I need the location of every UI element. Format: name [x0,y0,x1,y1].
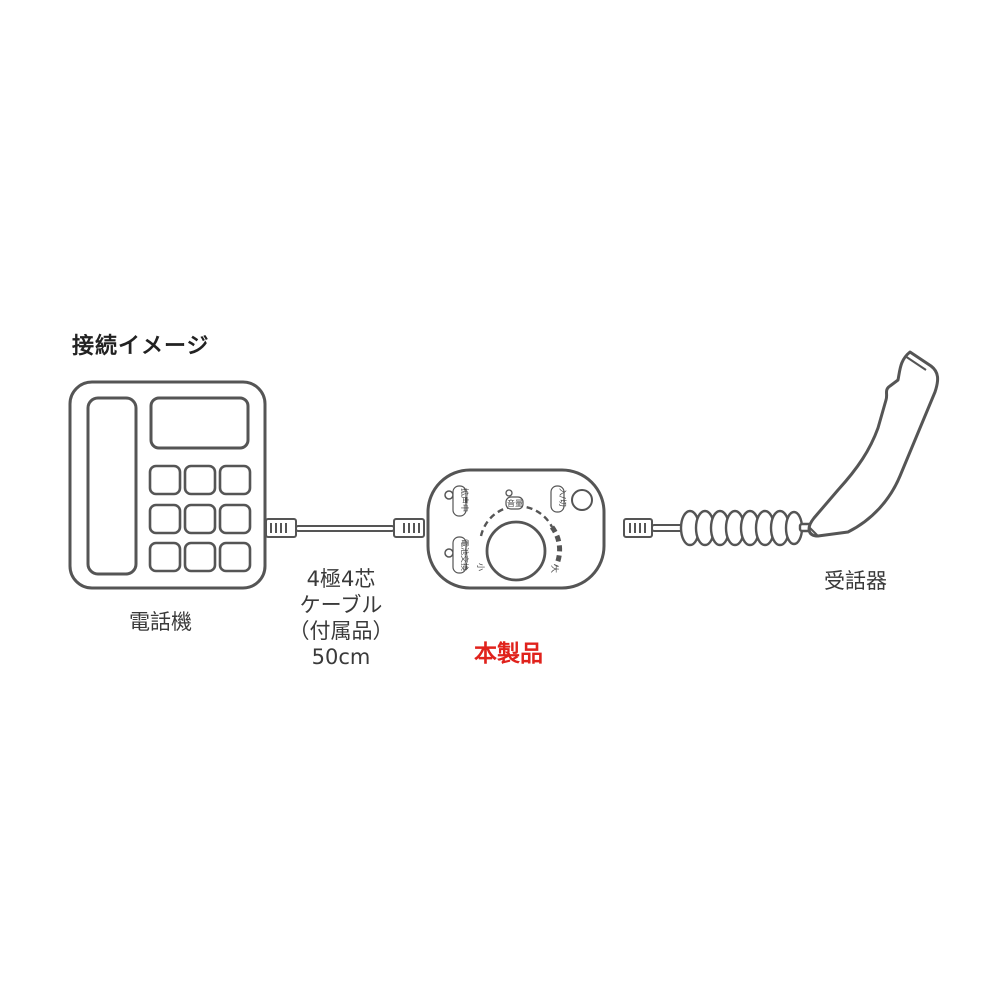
telephone-keypad [148,464,252,573]
handset-icon [807,350,940,538]
call-indicator-label: 拡声中 [460,488,470,512]
cable-label: 4極4芯 ケーブル （付属品） 50cm [282,566,400,670]
power-label: 入/切 [558,488,567,507]
cable-label-line1: 4極4芯 [306,567,376,591]
scale-max-label: 大 [550,565,560,573]
diagram-title: 接続イメージ [72,334,210,359]
scale-min-label: 小 [476,563,485,571]
handset-label: 受話器 [824,569,887,593]
coiled-cord-icon [679,509,816,547]
handset-plug-icon [623,518,683,538]
volume-dial [485,520,547,582]
telephone-icon [68,380,267,590]
power-button [571,489,593,511]
battery-indicator-light [444,548,454,558]
amplifier-device: 拡声中 電池交換 音量 入/切 小 大 [426,468,606,590]
telephone-label: 電話機 [129,610,192,634]
cable-label-line2: ケーブル [299,593,383,617]
volume-label: 音量 [507,498,523,508]
cable-label-line4: 50cm [311,645,371,669]
volume-scale [479,505,563,568]
battery-exchange-label: 電池交換 [460,539,470,571]
call-indicator-light [444,490,454,500]
cable-label-line3: （付属品） [288,619,394,643]
product-label: 本製品 [474,641,543,667]
modular-cable-icon [265,518,425,538]
